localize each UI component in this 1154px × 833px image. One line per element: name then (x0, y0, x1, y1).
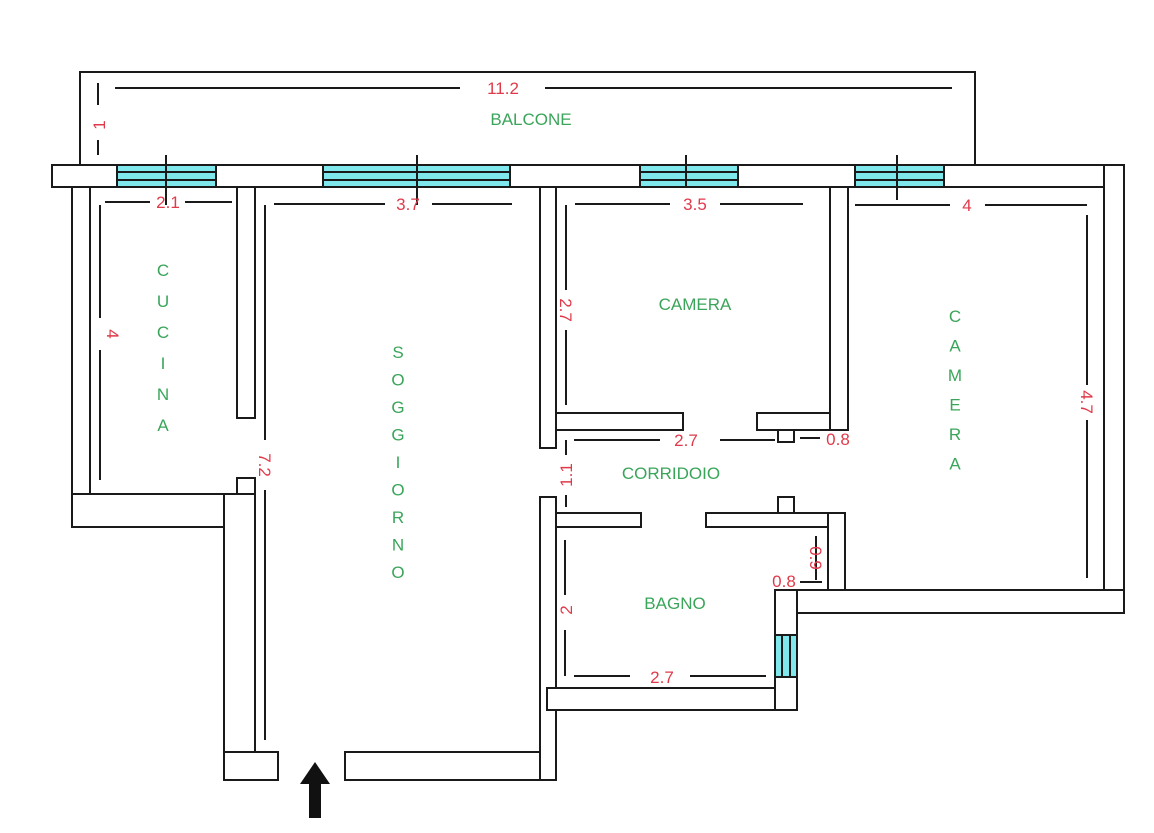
wall-bath-top-right (705, 512, 846, 528)
dim-cucina-length: 4 (103, 329, 122, 338)
wall-entrance-left (223, 751, 279, 781)
wall-stub-top (777, 429, 795, 443)
dim-camera1-width: 3.5 (683, 195, 707, 214)
wall-camera-camera (829, 186, 849, 431)
wall-bath-right (827, 512, 846, 591)
wall-living-left (223, 493, 256, 753)
dim-camera2-length: 4.7 (1077, 390, 1096, 414)
dim-camera1-length: 2.7 (556, 298, 575, 322)
dim-bagno-recess-w: 0.8 (772, 572, 796, 591)
label-camera1: CAMERA (659, 295, 732, 314)
label-balcone: BALCONE (490, 110, 571, 129)
wall-kitchen-living (236, 186, 256, 419)
dimension-lines (97, 83, 1088, 740)
wall-camera-bottom-right (756, 412, 831, 431)
dim-bagno-recess-h: 0.9 (806, 546, 825, 570)
dim-camera2-width: 4 (962, 196, 971, 215)
wall-living-bath (539, 496, 557, 781)
dim-soggiorno-length: 7.2 (255, 453, 274, 477)
window-camera2 (854, 164, 945, 188)
wall-right (1103, 164, 1125, 614)
dim-corridoio-door: 0.8 (826, 430, 850, 449)
wall-camera-bottom-left (555, 412, 684, 431)
dim-balcone-width: 11.2 (487, 79, 519, 98)
wall-entrance-right (344, 751, 548, 781)
label-corridoio: CORRIDOIO (622, 464, 720, 483)
wall-kitchen-bottom (71, 493, 241, 528)
window-bath (774, 634, 798, 678)
label-bagno: BAGNO (644, 594, 705, 613)
wall-bottom-right (774, 589, 1125, 614)
arrow-up-icon (300, 762, 330, 818)
wall-bath-top-left (555, 512, 642, 528)
wall-stub-bottom (777, 496, 795, 514)
wall-kitchen-living-lower (236, 477, 256, 495)
wall-left (71, 186, 91, 528)
dim-corridoio-width: 1.1 (557, 463, 576, 487)
dim-bagno-width: 2.7 (650, 668, 674, 687)
dimension-labels: 11.2 1 2.1 4 3.7 7.2 3.5 2.7 4 4.7 2.7 0… (90, 79, 1096, 687)
dim-balcone-depth: 1 (90, 120, 109, 129)
dim-soggiorno-width: 3.7 (396, 195, 420, 214)
dim-corridoio-length: 2.7 (674, 431, 698, 450)
dim-cucina-width: 2.1 (156, 193, 180, 212)
wall-living-corridor (539, 186, 557, 449)
window-camera1 (639, 164, 739, 188)
wall-bath-bottom (546, 687, 798, 711)
walls (51, 164, 1125, 781)
dim-bagno-length: 2 (557, 605, 576, 614)
